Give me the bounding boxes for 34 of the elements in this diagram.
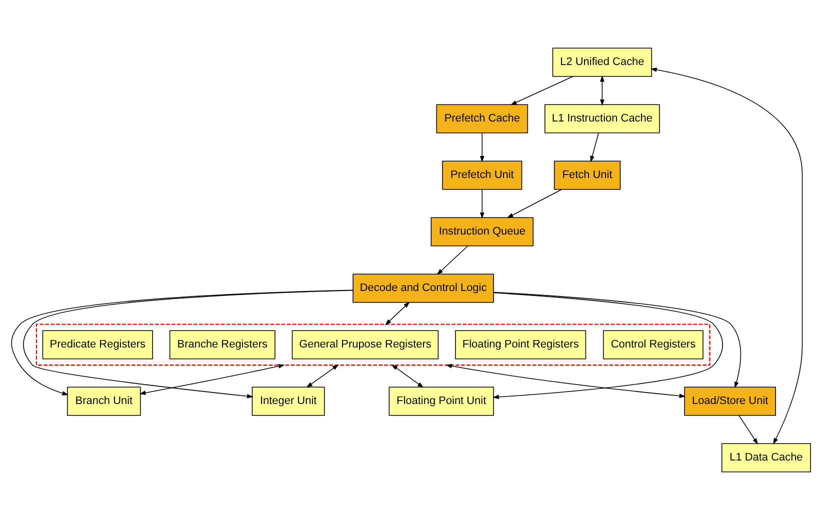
arrow bbox=[480, 188, 484, 218]
node-box: L1 Data Cache bbox=[721, 442, 811, 472]
arrow bbox=[650, 67, 803, 444]
node-box: Decode and Control Logic bbox=[352, 273, 494, 302]
arrow bbox=[306, 364, 339, 388]
arrow bbox=[600, 74, 604, 106]
node-box: Instruction Queue bbox=[430, 216, 534, 246]
node-box: Branch Unit bbox=[67, 386, 141, 416]
node-box: Fetch Unit bbox=[554, 160, 621, 190]
arrow bbox=[493, 291, 742, 388]
arrow bbox=[391, 364, 424, 388]
arrow bbox=[510, 76, 574, 105]
arrow bbox=[492, 292, 723, 399]
arrow bbox=[436, 245, 468, 274]
node-box: General Prupose Registers bbox=[292, 330, 439, 359]
arrow bbox=[139, 364, 285, 394]
node-box: Control Registers bbox=[602, 330, 704, 359]
node-box: Floating Point Unit bbox=[388, 386, 494, 416]
node-box: L1 Instruction Cache bbox=[544, 104, 660, 133]
arrow bbox=[385, 301, 410, 325]
arrow bbox=[738, 414, 758, 444]
node-box: L2 Unified Cache bbox=[552, 47, 652, 76]
node-box: Branche Registers bbox=[169, 330, 276, 359]
arrow bbox=[590, 132, 599, 162]
node-box: Integer Unit bbox=[252, 386, 325, 416]
node-box: Prefetch Unit bbox=[442, 160, 522, 190]
node-box: Predicate Registers bbox=[42, 330, 153, 359]
node-box: Prefetch Cache bbox=[436, 104, 528, 133]
node-box: Floating Point Registers bbox=[455, 330, 586, 359]
node-box: Load/Store Unit bbox=[684, 386, 776, 416]
cluster bbox=[36, 323, 710, 366]
arrow bbox=[446, 363, 686, 398]
arrow bbox=[506, 188, 562, 218]
arrow bbox=[480, 132, 484, 162]
